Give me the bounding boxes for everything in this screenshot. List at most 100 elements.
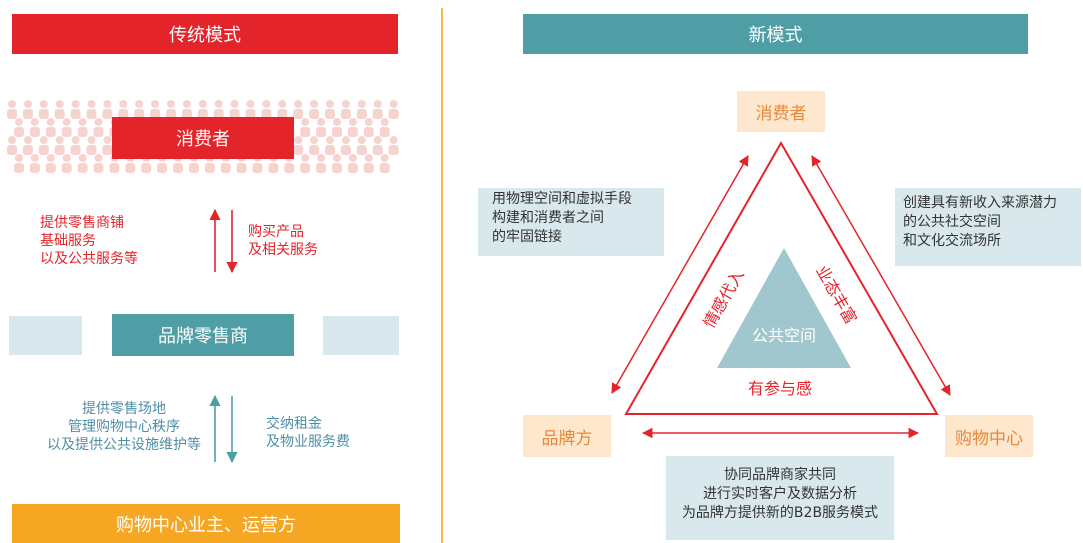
person-head [357, 136, 366, 144]
person-body [102, 145, 113, 155]
person-body [29, 163, 40, 173]
person-body [86, 109, 97, 119]
person-body [300, 163, 311, 173]
person-body [54, 109, 65, 119]
person-head [103, 100, 112, 108]
person-body [316, 127, 327, 137]
person-head [62, 118, 71, 126]
side-box-left [9, 316, 82, 355]
person-body [309, 145, 320, 155]
person-head [317, 154, 326, 162]
mall-owner-box: 购物中心业主、运营方 [12, 504, 400, 543]
person-head [8, 136, 16, 144]
provide-services-text: 提供零售商铺 基础服务 以及公共服务等 [40, 215, 138, 267]
person-head [62, 154, 71, 162]
brand-retailer-box: 品牌零售商 [112, 314, 294, 356]
person-body [173, 163, 183, 173]
person-body [7, 145, 17, 155]
person-body [332, 127, 342, 137]
person-head [94, 118, 103, 126]
person-body [277, 109, 288, 119]
person-head [78, 154, 87, 162]
person-head [87, 100, 96, 108]
person-body [268, 163, 279, 173]
person-head [326, 100, 334, 108]
person-body [125, 163, 136, 173]
person-body [220, 163, 231, 173]
consumer-label-left: 消费者 [176, 129, 230, 150]
person-head [310, 136, 319, 144]
person-body [93, 163, 104, 173]
person-body [309, 109, 320, 119]
person-body [77, 127, 88, 137]
double-arrow-icon [611, 155, 749, 394]
person-body [379, 127, 390, 137]
person-head [341, 100, 350, 108]
person-head [55, 100, 64, 108]
person-head [357, 100, 366, 108]
person-body [347, 163, 358, 173]
person-body [197, 109, 208, 119]
double-arrow-icon [811, 155, 951, 396]
brand-node: 品牌方 [523, 415, 611, 457]
provide-venue-text: 提供零售场地 管理购物中心秩序 以及提供公共设施维护等 [47, 401, 201, 453]
person-head [94, 154, 103, 162]
person-body [293, 109, 304, 119]
person-body [150, 109, 161, 119]
person-head [103, 136, 112, 144]
person-body [316, 163, 327, 173]
person-head [78, 118, 87, 126]
person-body [14, 163, 24, 173]
person-body [157, 163, 168, 173]
person-body [372, 145, 383, 155]
person-head [294, 100, 303, 108]
person-head [23, 100, 32, 108]
person-head [380, 118, 389, 126]
person-body [252, 163, 263, 173]
new-mode-header: 新模式 [523, 14, 1028, 54]
person-head [326, 136, 334, 144]
person-body [236, 163, 247, 173]
participation-label: 有参与感 [747, 379, 812, 398]
person-body [325, 145, 335, 155]
person-body [166, 109, 176, 119]
mall-owner-label: 购物中心业主、运营方 [116, 514, 296, 536]
person-body [22, 109, 33, 119]
person-head [15, 118, 23, 126]
person-body [70, 145, 81, 155]
person-head [71, 136, 80, 144]
person-body [45, 163, 56, 173]
person-head [87, 136, 96, 144]
public-space-label: 公共空间 [751, 326, 816, 345]
panel-divider [441, 8, 443, 543]
person-head [373, 136, 382, 144]
person-body [70, 109, 81, 119]
person-body [134, 109, 145, 119]
person-head [8, 100, 16, 108]
person-body [213, 109, 224, 119]
person-head [373, 100, 382, 108]
person-head [30, 118, 39, 126]
person-head [30, 154, 39, 162]
person-body [77, 163, 88, 173]
b2b-service-box: 协同品牌商家共同 进行实时客户及数据分析 为品牌方提供新的B2B服务模式 [666, 456, 894, 540]
person-head [278, 100, 287, 108]
person-body [363, 163, 374, 173]
person-body [347, 127, 358, 137]
person-body [300, 127, 311, 137]
person-body [363, 127, 374, 137]
person-head [135, 100, 144, 108]
person-body [22, 145, 33, 155]
person-body [118, 109, 129, 119]
person-head [182, 100, 191, 108]
person-head [198, 100, 207, 108]
person-body [245, 109, 256, 119]
person-body [379, 163, 390, 173]
person-head [301, 118, 310, 126]
person-body [340, 145, 351, 155]
person-body [261, 109, 272, 119]
person-head [167, 100, 175, 108]
person-body [61, 127, 72, 137]
traditional-mode-title: 传统模式 [169, 25, 241, 46]
pay-rent-text: 交纳租金 及物业服务费 [266, 416, 350, 450]
